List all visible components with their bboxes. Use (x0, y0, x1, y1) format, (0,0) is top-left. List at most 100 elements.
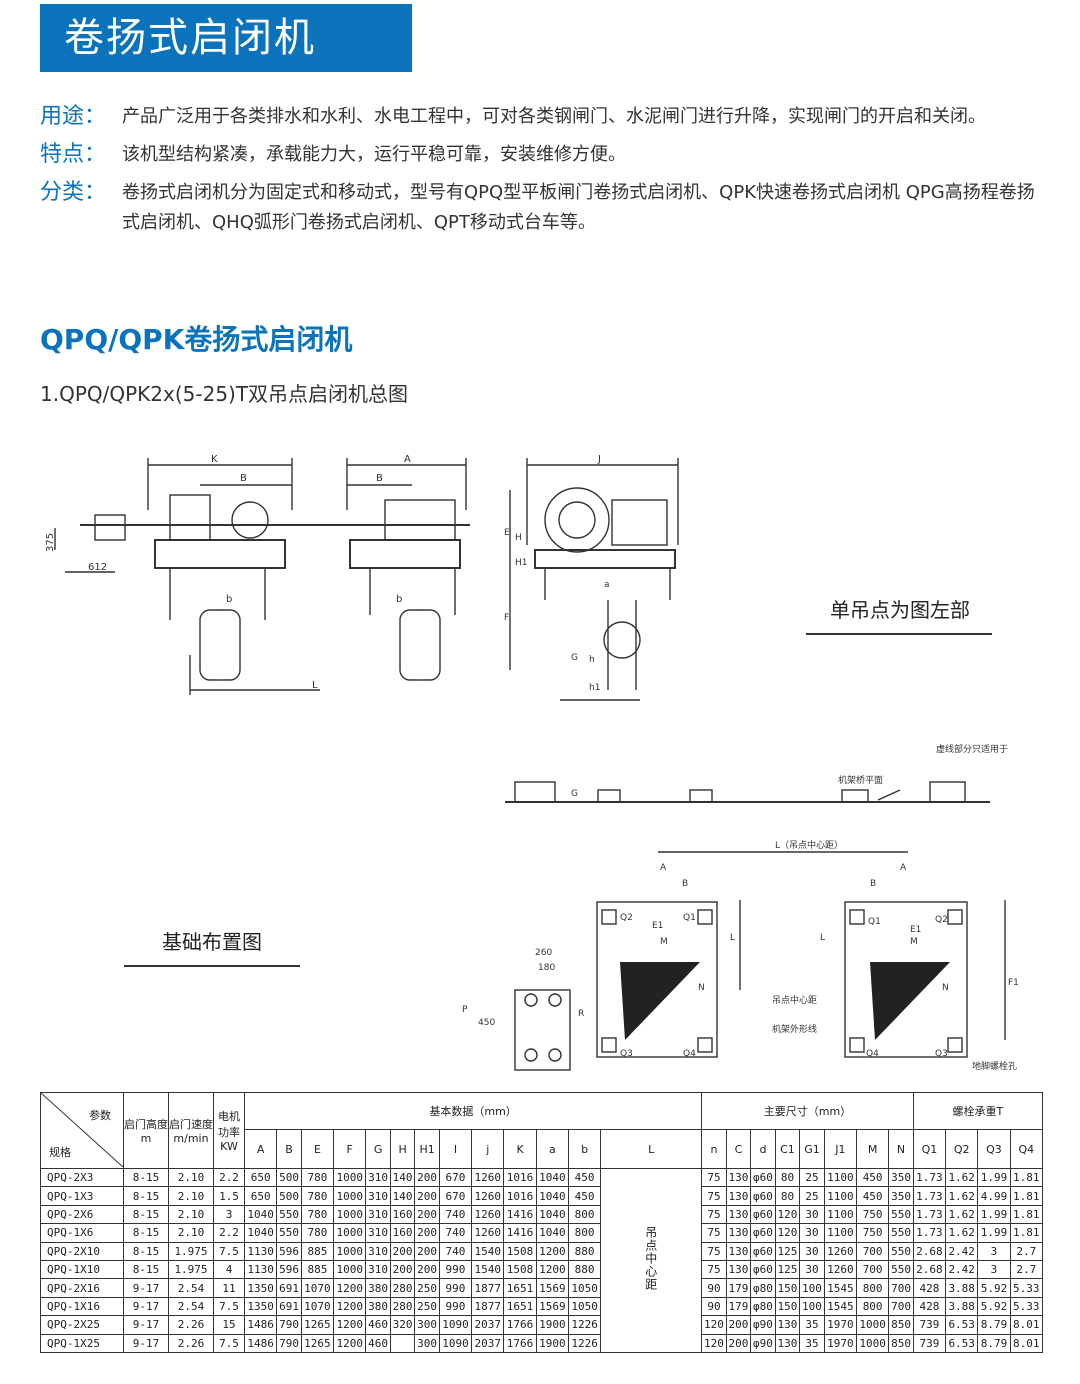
dim-label: J (597, 454, 601, 465)
dim-label: R (578, 1009, 584, 1019)
column-header: Q2 (945, 1129, 979, 1169)
table-header-row: 参数 规格 启门高度 m 启门速度 m/min 电机功率 KW 基本数据（mm）… (40, 1092, 1044, 1169)
intro-text: 卷扬式启闭机分为固定式和移动式，型号有QPQ型平板闸门卷扬式启闭机、QPK快速卷… (122, 182, 1035, 233)
table-cell: 2.26 (168, 1315, 214, 1335)
column-header: Q3 (977, 1129, 1011, 1169)
table-cell: 150 (774, 1278, 801, 1298)
table-cell: 200 (414, 1167, 440, 1188)
dim-label: Q1 (683, 913, 696, 923)
table-cell: 880 (567, 1259, 602, 1280)
table-cell: φ60 (750, 1223, 776, 1243)
table-cell: 1.975 (168, 1259, 214, 1280)
table-cell: 700 (888, 1296, 914, 1317)
table-cell: 30 (799, 1223, 825, 1243)
column-header: L (600, 1129, 703, 1169)
table-cell: 179 (725, 1296, 752, 1317)
winch-side-view (54, 458, 330, 695)
table-cell: 740 (438, 1204, 473, 1225)
table-cell: 2037 (471, 1333, 505, 1353)
table-cell: 1000 (333, 1167, 367, 1188)
table-cell: 1070 (300, 1296, 335, 1317)
table-cell: 450 (567, 1167, 602, 1188)
table-cell: 1100 (823, 1204, 857, 1225)
table-cell: 1260 (471, 1167, 505, 1188)
intro-section: 用途： 产品广泛用于各类排水和水利、水电工程中，可对各类钢闸门、水泥闸门进行升降… (40, 102, 1040, 246)
table-cell: 700 (888, 1278, 914, 1298)
table-cell: 1265 (300, 1333, 335, 1353)
table-cell: 1050 (567, 1296, 602, 1317)
dim-label: Q2 (620, 913, 633, 923)
dim-label: H1 (515, 558, 528, 568)
table-cell: 1569 (535, 1296, 569, 1317)
table-cell: 1.81 (1009, 1186, 1044, 1206)
dim-label: N (698, 983, 705, 993)
table-cell: 15 (213, 1315, 245, 1335)
table-cell: 11 (213, 1278, 245, 1298)
corner-diagonal (41, 1093, 123, 1167)
table-cell: φ80 (750, 1278, 776, 1298)
table-cell: 650 (243, 1167, 278, 1188)
dim-label: M (660, 937, 668, 947)
table-cell: 1766 (503, 1315, 537, 1335)
table-cell: 1200 (333, 1278, 367, 1298)
table-cell: 8-15 (123, 1204, 169, 1225)
table-cell: 1651 (503, 1296, 537, 1317)
dim-label: 450 (478, 1018, 495, 1028)
table-cell: 1970 (823, 1333, 857, 1353)
table-cell: 1508 (503, 1241, 537, 1261)
table-cell: φ60 (750, 1259, 776, 1280)
table-cell: 75 (701, 1186, 727, 1206)
table-cell: 35 (799, 1315, 825, 1335)
table-cell: 100 (799, 1296, 825, 1317)
spec-table: 参数 规格 启门高度 m 启门速度 m/min 电机功率 KW 基本数据（mm）… (40, 1092, 1044, 1353)
table-cell: 200 (389, 1241, 416, 1261)
column-header: d (750, 1129, 776, 1169)
spec-cell: QPQ-2X6 (40, 1204, 124, 1225)
spec-cell: QPQ-2X25 (40, 1315, 124, 1335)
table-cell: 6.53 (945, 1315, 979, 1335)
table-cell: 850 (888, 1315, 914, 1335)
table-cell: 596 (276, 1259, 302, 1280)
table-cell: 2.7 (1009, 1241, 1044, 1261)
table-cell: 1100 (823, 1167, 857, 1188)
l-merged-cell: 吊点中心距 (600, 1168, 703, 1353)
table-cell: 1569 (535, 1278, 569, 1298)
table-cell: 90 (701, 1278, 727, 1298)
table-cell: 1545 (823, 1278, 857, 1298)
table-cell: 885 (300, 1241, 335, 1261)
column-header: K (503, 1129, 537, 1169)
table-cell: 9-17 (123, 1315, 169, 1335)
table-cell: 8.79 (977, 1315, 1011, 1335)
table-cell: 2.54 (168, 1278, 214, 1298)
table-cell: 700 (855, 1259, 890, 1280)
table-cell: 691 (276, 1296, 302, 1317)
dim-label: 180 (538, 963, 555, 973)
table-cell: 1200 (333, 1296, 367, 1317)
table-cell: 75 (701, 1241, 727, 1261)
group-header: 主要尺寸（mm） (701, 1092, 914, 1130)
dim-label: h1 (589, 683, 600, 693)
intro-label: 特点： (40, 142, 107, 167)
table-cell (389, 1333, 416, 1353)
table-cell: 800 (567, 1223, 602, 1243)
table-cell: 2.10 (168, 1186, 214, 1206)
column-header: G (365, 1129, 391, 1169)
table-cell: 250 (414, 1278, 440, 1298)
table-cell: 1090 (438, 1333, 473, 1353)
intro-text: 该机型结构紧凑，承载能力大，运行平稳可靠，安装维修方便。 (122, 144, 626, 165)
table-cell: 1260 (823, 1259, 857, 1280)
table-cell: φ60 (750, 1241, 776, 1261)
table-cell: 30 (799, 1204, 825, 1225)
table-cell: 1900 (535, 1315, 569, 1335)
table-cell: 380 (365, 1296, 391, 1317)
dim-label: B (682, 879, 688, 889)
table-cell: 1540 (471, 1241, 505, 1261)
table-cell: 990 (438, 1259, 473, 1280)
table-cell: 1.99 (977, 1204, 1011, 1225)
table-cell: 1877 (471, 1278, 505, 1298)
table-cell: 450 (855, 1186, 890, 1206)
table-cell: 2.68 (912, 1241, 947, 1261)
table-cell: 450 (855, 1167, 890, 1188)
